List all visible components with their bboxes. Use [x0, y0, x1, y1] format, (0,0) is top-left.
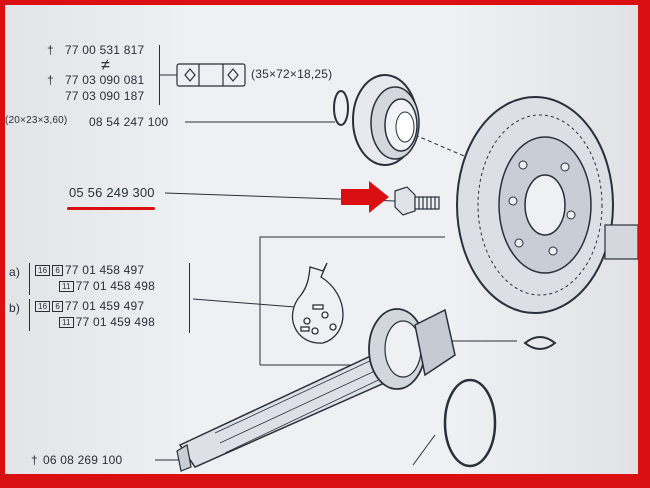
- taper-bearing-drawing: [352, 74, 420, 166]
- bolt-kit-bag-drawing: [291, 262, 344, 344]
- diagram-frame: † 77 00 531 817 ≠ † 77 03 090 081 77 03 …: [5, 5, 638, 474]
- part-number-p2: 77 03 090 081: [65, 73, 145, 87]
- label-b: b): [9, 301, 21, 315]
- highlight-arrow: [341, 181, 389, 213]
- dagger-2: †: [47, 73, 54, 87]
- part-number-p1: 77 00 531 817: [65, 43, 145, 57]
- tag-6b: 6: [52, 301, 63, 313]
- brace-a: [25, 263, 30, 295]
- tag-6a: 6: [52, 265, 63, 277]
- pinion-shaft-drawing: [176, 308, 456, 472]
- exploded-view-drawing: [155, 63, 638, 472]
- tag-11a: 11: [59, 281, 74, 293]
- tag-16b: 16: [35, 301, 51, 313]
- bearing-symbol: [176, 63, 246, 87]
- bearing-size: (35×72×18,25): [251, 67, 333, 81]
- part-number-b1: 77 01 459 497: [64, 299, 145, 313]
- bolt-drawing: [394, 186, 440, 216]
- highlight-underline: [67, 207, 155, 210]
- brace-kits: [185, 263, 190, 333]
- part-number-p3: 77 03 090 187: [65, 89, 145, 103]
- ring-size: (20×23×3,60): [5, 115, 68, 126]
- tag-16a: 16: [35, 265, 51, 277]
- leader-bolt-kit: [192, 298, 296, 308]
- snap-ring-drawing: [333, 90, 349, 126]
- part-number-bottom: 06 08 269 100: [43, 453, 123, 467]
- brace-b: [25, 299, 30, 331]
- part-number-b2: 77 01 459 498: [75, 315, 156, 329]
- part-number-a1: 77 01 458 497: [64, 263, 145, 277]
- dagger-3: †: [31, 453, 38, 467]
- part-number-highlight: 05 56 249 300: [69, 185, 155, 200]
- leader-circlip: [412, 434, 436, 466]
- oring-symbol: [523, 336, 557, 350]
- part-number-a2: 77 01 458 498: [75, 279, 156, 293]
- leader-lines: [155, 74, 517, 466]
- part-number-p4: 08 54 247 100: [89, 115, 169, 129]
- circlip-drawing: [443, 378, 497, 468]
- crown-wheel-drawing: [456, 96, 638, 314]
- not-equal-sign: ≠: [101, 57, 110, 74]
- brace-top: [155, 45, 160, 105]
- label-a: a): [9, 265, 21, 279]
- dagger-1: †: [47, 43, 54, 57]
- tag-11b: 11: [59, 317, 74, 329]
- leader-kit-bracket: [259, 236, 445, 365]
